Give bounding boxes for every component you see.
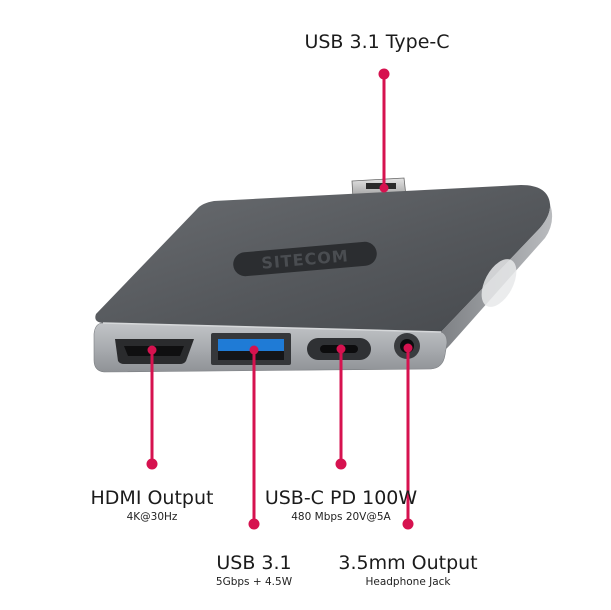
callout-anchor-usb-a xyxy=(249,345,259,355)
label-audio: 3.5mm Output xyxy=(338,552,477,574)
callout-anchor-hdmi xyxy=(147,345,157,355)
label-usb-a-detail: 5Gbps + 4.5W xyxy=(216,576,293,588)
callout-dot-usb-a xyxy=(248,518,260,530)
callout-hdmi xyxy=(146,345,158,470)
callout-anchor-audio xyxy=(403,343,413,353)
label-usb-c-input: USB 3.1 Type-C xyxy=(304,31,449,53)
label-usb-a: USB 3.1 xyxy=(216,552,291,574)
callout-dot-usb-c-pd xyxy=(335,458,347,470)
callout-audio xyxy=(402,343,414,530)
callout-usb-c-pd xyxy=(335,344,347,470)
label-usb-c-pd-detail: 480 Mbps 20V@5A xyxy=(291,511,391,523)
label-hdmi: HDMI Output xyxy=(91,487,214,509)
callout-dot-usb-c-input xyxy=(378,68,390,80)
label-usb-c-pd: USB-C PD 100W xyxy=(265,487,418,509)
callout-dot-audio xyxy=(402,518,414,530)
label-hdmi-detail: 4K@30Hz xyxy=(127,511,178,523)
callout-usb-c-input xyxy=(378,68,390,193)
callout-anchor-usb-c-pd xyxy=(336,344,346,354)
sitecom-logo: SITECOM xyxy=(233,241,377,277)
callout-dot-hdmi xyxy=(146,458,158,470)
label-audio-detail: Headphone Jack xyxy=(365,576,451,588)
callout-usb-a xyxy=(248,345,260,530)
callout-anchor-usb-c-input xyxy=(379,183,389,193)
